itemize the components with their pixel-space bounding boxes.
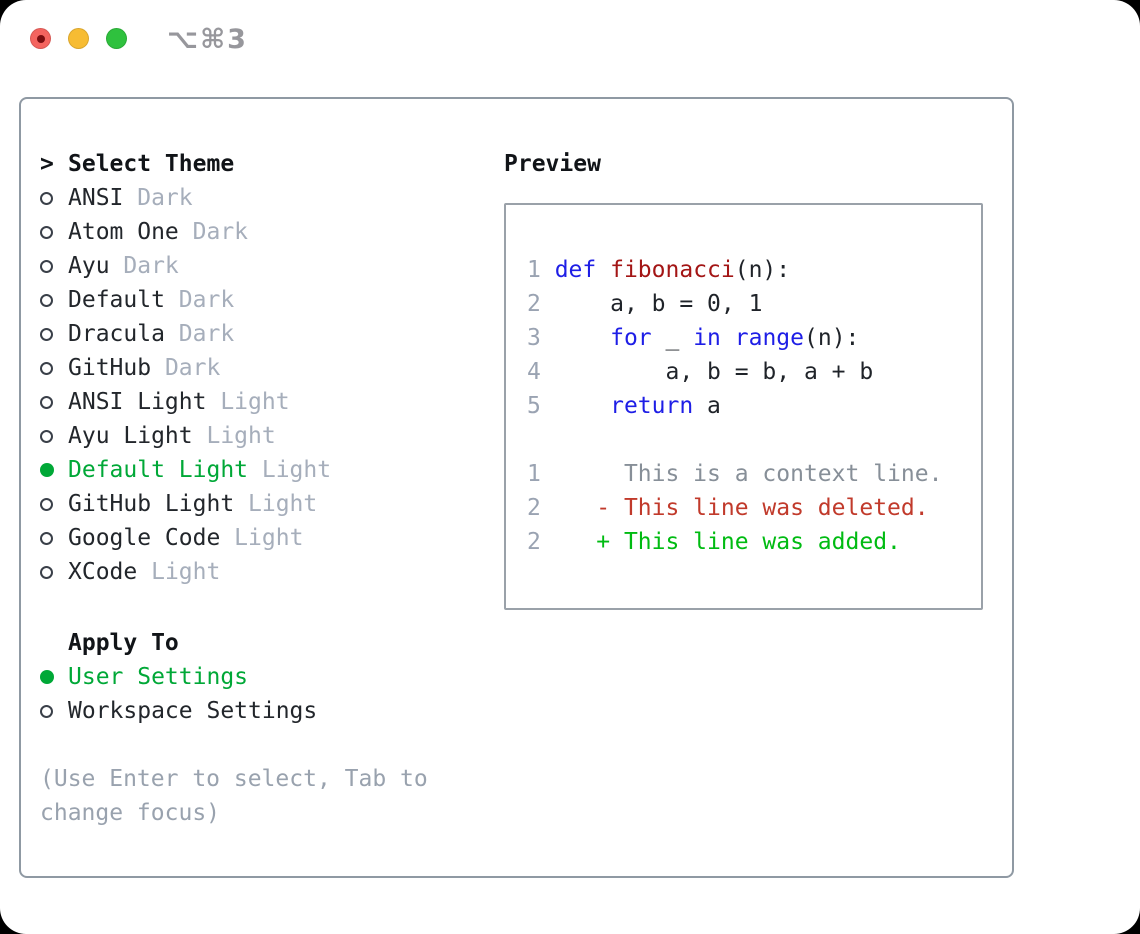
minimize-button[interactable] (68, 28, 89, 49)
theme-option-label: Default Dark (68, 287, 235, 313)
close-button[interactable] (30, 28, 51, 49)
code-line: 2 + This line was added. (527, 529, 901, 555)
radio-selected-icon (40, 670, 54, 684)
line-number: 1 (527, 257, 555, 283)
radio-unselected-icon (40, 259, 53, 273)
focus-caret-icon: > (40, 151, 54, 177)
radio-unselected-icon (40, 225, 53, 239)
code-line: 2 - This line was deleted. (527, 495, 929, 521)
theme-option-label: Ayu Light Light (68, 423, 276, 449)
apply-option-workspace-settings[interactable]: Workspace Settings (40, 694, 472, 728)
line-number (527, 427, 555, 453)
theme-option-ansi-light[interactable]: ANSI Light Light (40, 385, 472, 419)
theme-option-label: GitHub Light Light (68, 491, 318, 517)
preview-code: 1 def fibonacci(n): 2 a, b = 0, 1 3 for _ … (527, 253, 971, 559)
line-number: 3 (527, 325, 555, 351)
line-number: 2 (527, 495, 555, 521)
close-dot-icon (36, 34, 45, 43)
select-theme-header-row: > Select Theme (40, 147, 472, 181)
theme-option-label: Atom One Dark (68, 219, 249, 245)
section-gap (40, 589, 472, 626)
code-line: 1 def fibonacci(n): (527, 257, 791, 283)
window-titlebar: ⌥⌘3 (0, 0, 1140, 76)
theme-option-label: ANSI Dark (68, 185, 193, 211)
apply-option-label: Workspace Settings (68, 698, 318, 724)
radio-unselected-icon (40, 497, 53, 511)
radio-unselected-icon (40, 429, 53, 443)
radio-selected-icon (40, 463, 54, 477)
radio-unselected-icon (40, 293, 53, 307)
theme-option-github[interactable]: GitHub Dark (40, 351, 472, 385)
code-line (527, 423, 971, 457)
theme-option-label: GitHub Dark (68, 355, 221, 381)
theme-option-label: Dracula Dark (68, 321, 235, 347)
theme-option-dracula[interactable]: Dracula Dark (40, 317, 472, 351)
theme-option-label: XCode Light (68, 559, 221, 585)
theme-option-ayu[interactable]: Ayu Dark (40, 249, 472, 283)
radio-unselected-icon (40, 327, 53, 341)
theme-option-ayu-light[interactable]: Ayu Light Light (40, 419, 472, 453)
apply-to-header-row: Apply To (40, 626, 472, 660)
line-number: 5 (527, 393, 555, 419)
section-gap (40, 728, 472, 762)
theme-option-label: Ayu Dark (68, 253, 179, 279)
line-number: 4 (527, 359, 555, 385)
radio-unselected-icon (40, 361, 53, 375)
code-line: 2 a, b = 0, 1 (527, 291, 763, 317)
code-line: 3 for _ in range(n): (527, 325, 860, 351)
zoom-button[interactable] (106, 28, 127, 49)
window-title-shortcut: ⌥⌘3 (167, 24, 248, 55)
theme-option-default[interactable]: Default Dark (40, 283, 472, 317)
radio-unselected-icon (40, 531, 53, 545)
select-theme-header: Select Theme (68, 151, 235, 177)
radio-unselected-icon (40, 565, 53, 579)
apply-option-user-settings[interactable]: User Settings (40, 660, 472, 694)
line-number: 1 (527, 461, 555, 487)
code-line: 4 a, b = b, a + b (527, 359, 874, 385)
theme-option-ansi[interactable]: ANSI Dark (40, 181, 472, 215)
theme-option-xcode[interactable]: XCode Light (40, 555, 472, 589)
preview-column: Preview 1 def fibonacci(n): 2 a, b = 0, 1… (504, 147, 994, 610)
theme-option-google-code[interactable]: Google Code Light (40, 521, 472, 555)
theme-option-github-light[interactable]: GitHub Light Light (40, 487, 472, 521)
apply-option-label: User Settings (68, 664, 249, 690)
theme-option-label: ANSI Light Light (68, 389, 290, 415)
help-text: (Use Enter to select, Tab to change focu… (40, 766, 428, 826)
radio-unselected-icon (40, 395, 53, 409)
preview-box: 1 def fibonacci(n): 2 a, b = 0, 1 3 for _ … (504, 203, 983, 610)
code-line: 1 This is a context line. (527, 461, 943, 487)
radio-unselected-icon (40, 191, 53, 205)
line-number: 2 (527, 291, 555, 317)
apply-to-header: Apply To (68, 630, 179, 656)
code-line: 5 return a (527, 393, 721, 419)
theme-option-default-light[interactable]: Default Light Light (40, 453, 472, 487)
line-number: 2 (527, 529, 555, 555)
radio-unselected-icon (40, 704, 53, 718)
theme-option-atom-one[interactable]: Atom One Dark (40, 215, 472, 249)
theme-option-label: Default Light Light (68, 457, 332, 483)
theme-option-label: Google Code Light (68, 525, 304, 551)
preview-header: Preview (504, 151, 601, 177)
